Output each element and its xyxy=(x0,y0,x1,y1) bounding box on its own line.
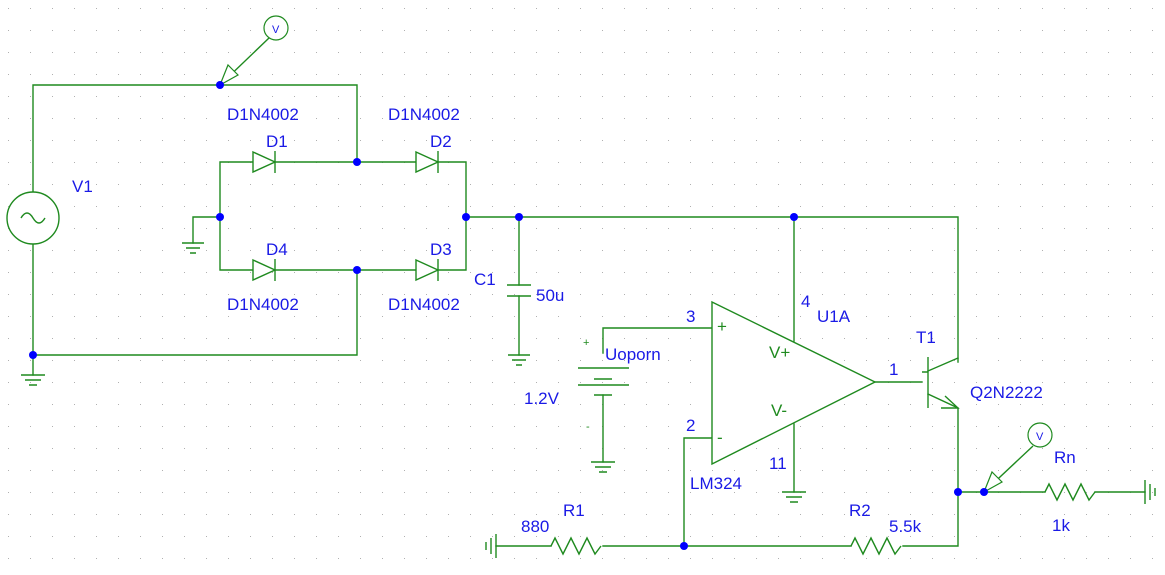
c1-label: C1 xyxy=(474,270,496,289)
r2-value: 5.5k xyxy=(889,517,922,536)
opamp-u1a[interactable]: + - V+ V- 3 2 1 4 11 U1A LM324 xyxy=(686,292,898,493)
d4-model: D1N4002 xyxy=(227,295,299,314)
feedback-wires xyxy=(495,491,1146,547)
opamp-vpos-label: V+ xyxy=(769,343,790,362)
opamp-name: U1A xyxy=(817,307,851,326)
ground-opamp xyxy=(782,491,806,503)
opamp-pin-1: 1 xyxy=(889,360,898,379)
uoporn-label: Uoporn xyxy=(605,345,661,364)
resistor-rn[interactable]: Rn 1k xyxy=(1044,448,1096,535)
d4-label: D4 xyxy=(266,240,288,259)
r1-value: 880 xyxy=(521,517,549,536)
r2-label: R2 xyxy=(849,501,871,520)
d2-model: D1N4002 xyxy=(388,105,460,124)
opamp-pin-11: 11 xyxy=(769,454,787,473)
grid-dots xyxy=(8,8,1153,559)
ground-reference xyxy=(591,461,615,473)
uoporn-value: 1.2V xyxy=(524,389,560,408)
ground-source xyxy=(21,374,45,386)
r1-label: R1 xyxy=(563,501,585,520)
diode-d4[interactable]: D4 D1N4002 xyxy=(227,240,299,314)
junction-dots xyxy=(29,81,988,550)
opamp-vneg-label: V- xyxy=(771,401,787,420)
t1-model: Q2N2222 xyxy=(970,383,1043,402)
capacitor-c1[interactable]: C1 50u xyxy=(474,270,564,305)
reference-battery-uoporn[interactable]: + - Uoporn 1.2V xyxy=(524,337,661,433)
t1-label: T1 xyxy=(916,328,936,347)
probe-output-label: V xyxy=(1036,431,1044,443)
opamp-wires xyxy=(683,381,923,547)
transistor-t1[interactable]: T1 Q2N2222 xyxy=(916,328,1043,493)
rn-value: 1k xyxy=(1052,516,1070,535)
d1-model: D1N4002 xyxy=(227,105,299,124)
ground-capacitor xyxy=(508,354,530,366)
ground-r1 xyxy=(485,534,497,558)
battery-plus: + xyxy=(583,337,589,349)
battery-minus: - xyxy=(586,421,590,433)
dc-rail-wires xyxy=(465,216,959,363)
diode-d2[interactable]: D2 D1N4002 xyxy=(388,105,460,174)
diode-d3[interactable]: D3 D1N4002 xyxy=(388,240,460,314)
diode-d1[interactable]: D1 D1N4002 xyxy=(227,105,299,174)
d3-model: D1N4002 xyxy=(388,295,460,314)
bridge-wires xyxy=(192,161,467,271)
ac-source-wires xyxy=(32,84,358,376)
ground-rn xyxy=(1144,480,1156,504)
opamp-minus-sign: - xyxy=(717,428,723,447)
resistor-r1[interactable]: R1 880 xyxy=(521,501,602,556)
ac-source-v1[interactable]: V1 xyxy=(6,177,93,245)
v1-label: V1 xyxy=(72,177,93,196)
d1-label: D1 xyxy=(266,132,288,151)
opamp-part: LM324 xyxy=(690,474,742,493)
d3-label: D3 xyxy=(430,240,452,259)
resistor-r2[interactable]: R2 5.5k xyxy=(849,501,922,556)
opamp-plus-sign: + xyxy=(717,317,727,336)
opamp-pin-3: 3 xyxy=(686,307,695,326)
opamp-pin-2: 2 xyxy=(686,416,695,435)
voltage-probe-output[interactable]: V xyxy=(982,422,1053,494)
voltage-probe-top[interactable]: V xyxy=(218,15,289,87)
d2-label: D2 xyxy=(430,132,452,151)
reference-wires xyxy=(602,327,713,463)
c1-value: 50u xyxy=(536,286,564,305)
rn-label: Rn xyxy=(1054,448,1076,467)
ground-bridge xyxy=(182,242,204,254)
probe-top-label: V xyxy=(272,24,280,36)
opamp-pin-4: 4 xyxy=(801,292,810,311)
